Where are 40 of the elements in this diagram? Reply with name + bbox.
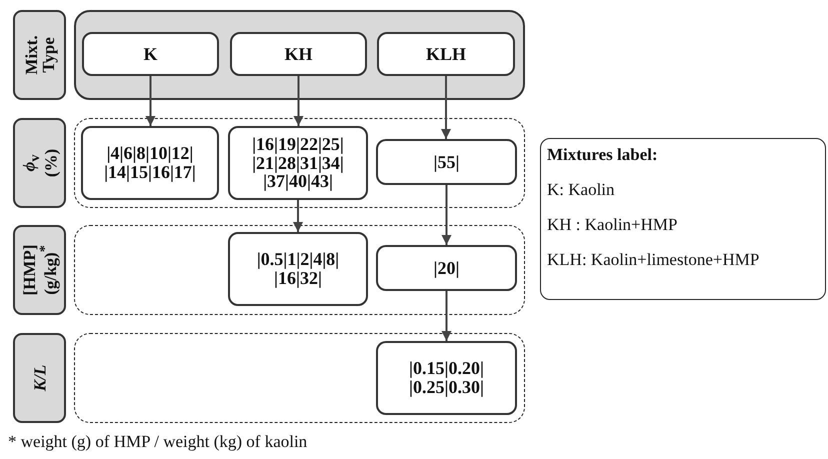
arrow	[294, 76, 304, 126]
group-band	[74, 10, 525, 100]
dashed-group-band	[74, 118, 525, 208]
process-box	[377, 32, 515, 76]
process-box	[376, 139, 517, 185]
process-box	[228, 126, 368, 200]
node-text: |0.5|1|2|4|8| |16|32|	[256, 250, 340, 288]
legend-entry: K: Kaolin	[547, 180, 615, 200]
node-text: |20|	[434, 258, 460, 278]
header-text: Mixt. Type	[22, 34, 56, 77]
header-text: K/L	[31, 364, 48, 394]
legend-entry: KLH: Kaolin+limestone+HMP	[547, 250, 760, 270]
footnote: * weight (g) of HMP / weight (kg) of kaolin	[8, 432, 308, 452]
arrow	[293, 200, 303, 232]
row-header	[13, 225, 66, 315]
legend-box	[540, 138, 826, 300]
process-box	[82, 32, 219, 76]
node-text: |0.15|0.20| |0.25|0.30|	[408, 359, 485, 397]
node-text: K	[143, 44, 158, 64]
dashed-group-band	[74, 333, 525, 423]
arrow	[146, 76, 156, 126]
arrow	[442, 185, 452, 245]
arrow	[442, 291, 452, 341]
legend-title: Mixtures label:	[547, 145, 658, 165]
process-box	[228, 232, 368, 306]
process-box	[376, 245, 517, 291]
arrow	[441, 76, 451, 139]
row-header	[13, 118, 66, 208]
process-box	[376, 341, 517, 415]
legend-entry: KH : Kaolin+HMP	[547, 215, 678, 235]
process-box	[81, 126, 219, 200]
row-header	[13, 333, 66, 423]
node-text: |4|6|8|10|12| |14|15|16|17|	[103, 144, 197, 182]
process-box	[230, 32, 367, 76]
node-text: |55|	[434, 152, 460, 172]
node-text: KH	[284, 44, 312, 64]
node-text: |16|19|22|25| |21|28|31|34| |37|40|43|	[251, 134, 345, 192]
node-text: KLH	[426, 44, 466, 64]
row-header	[13, 10, 66, 100]
dashed-group-band	[74, 225, 525, 315]
